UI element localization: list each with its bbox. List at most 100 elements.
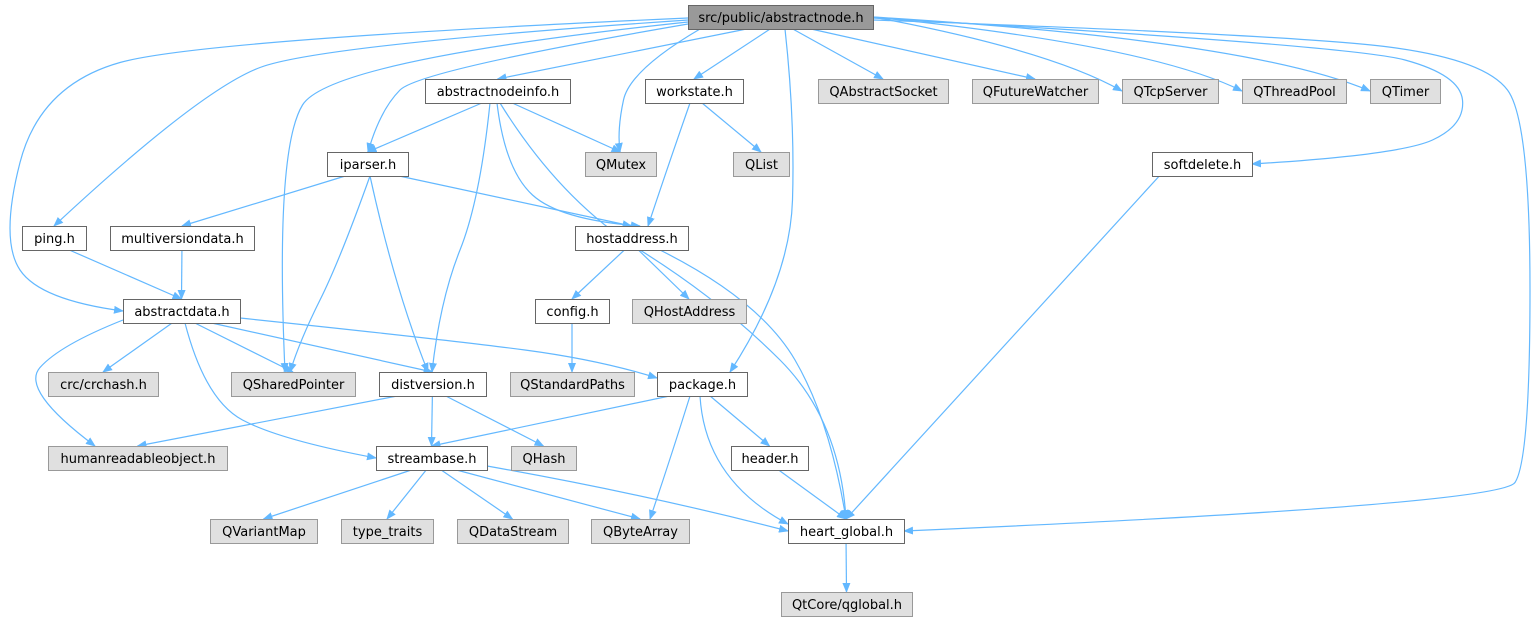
- node-hostaddress[interactable]: hostaddress.h: [575, 226, 689, 251]
- node-box: [379, 372, 487, 397]
- node-heart_global[interactable]: heart_global.h: [788, 519, 905, 544]
- node-QMutex[interactable]: QMutex: [585, 152, 657, 177]
- node-box: [733, 152, 790, 177]
- node-label: QTimer: [1382, 85, 1430, 100]
- node-softdelete[interactable]: softdelete.h: [1152, 152, 1253, 177]
- edge-package-to-header: [709, 395, 771, 447]
- node-QFutureWatcher[interactable]: QFutureWatcher: [972, 79, 1099, 104]
- edge-abstractnodeinfo-to-distversion: [429, 102, 491, 373]
- node-box: [591, 519, 690, 544]
- edge-abstractnodeinfo-to-hostaddress: [496, 102, 641, 230]
- node-QTimer[interactable]: QTimer: [1370, 79, 1441, 104]
- edge-hostaddress-to-QHostAddress: [637, 249, 690, 300]
- edge-iparser-to-multiversiondata: [181, 175, 346, 228]
- node-QAbstractSocket[interactable]: QAbstractSocket: [818, 79, 949, 104]
- node-box: [376, 446, 488, 471]
- node-humanreadableobject[interactable]: humanreadableobject.h: [48, 446, 228, 471]
- node-label: config.h: [546, 305, 598, 320]
- edge-root-to-QMutex: [614, 28, 701, 153]
- node-abstractdata[interactable]: abstractdata.h: [123, 299, 241, 324]
- node-label: multiversiondata.h: [121, 232, 244, 247]
- node-label: header.h: [742, 452, 799, 467]
- edge-abstractdata-to-streambase: [184, 322, 377, 461]
- edge-root-to-package: [729, 28, 794, 373]
- edge-package-to-streambase: [430, 395, 670, 449]
- node-iparser[interactable]: iparser.h: [327, 152, 409, 177]
- node-QStandardPaths[interactable]: QStandardPaths: [510, 372, 635, 397]
- node-box: [818, 79, 949, 104]
- node-layer: src/public/abstractnode.h abstractnodeinf…: [22, 5, 1441, 617]
- edge-streambase-to-heart_global: [486, 465, 789, 533]
- node-crchash[interactable]: crc/crchash.h: [48, 372, 159, 397]
- node-streambase[interactable]: streambase.h: [376, 446, 488, 471]
- edge-abstractdata-to-humanreadableobject: [35, 319, 124, 447]
- node-label: crc/crchash.h: [60, 378, 147, 393]
- node-box: [123, 299, 241, 324]
- node-label: workstate.h: [656, 85, 733, 100]
- node-config[interactable]: config.h: [535, 299, 610, 324]
- edge-root-to-iparser: [366, 23, 689, 153]
- node-box: [231, 372, 356, 397]
- edge-distversion-to-QHash: [445, 395, 545, 447]
- node-box: [1370, 79, 1441, 104]
- node-box: [575, 226, 689, 251]
- node-QSharedPointer[interactable]: QSharedPointer: [231, 372, 356, 397]
- node-multiversiondata[interactable]: multiversiondata.h: [110, 226, 255, 251]
- node-QVariantMap[interactable]: QVariantMap: [210, 519, 318, 544]
- node-box: [1152, 152, 1253, 177]
- node-QHash[interactable]: QHash: [511, 446, 577, 471]
- node-label: hostaddress.h: [586, 232, 678, 247]
- node-box: [657, 372, 748, 397]
- node-abstractnodeinfo[interactable]: abstractnodeinfo.h: [425, 79, 571, 104]
- node-qglobal[interactable]: QtCore/qglobal.h: [781, 592, 913, 617]
- edge-root-to-abstractdata: [9, 17, 689, 314]
- node-label: humanreadableobject.h: [61, 452, 216, 467]
- node-QTcpServer[interactable]: QTcpServer: [1122, 79, 1219, 104]
- node-box: [511, 446, 577, 471]
- node-label: QThreadPool: [1253, 85, 1336, 100]
- edge-streambase-to-type_traits: [386, 469, 427, 520]
- node-box: [1122, 79, 1219, 104]
- edge-root-to-abstractnodeinfo: [496, 28, 747, 82]
- node-box: [731, 446, 809, 471]
- node-label: QTcpServer: [1134, 85, 1209, 100]
- node-distversion[interactable]: distversion.h: [379, 372, 487, 397]
- node-box: [972, 79, 1099, 104]
- node-label: QDataStream: [469, 525, 557, 540]
- node-label: ping.h: [34, 232, 75, 247]
- edge-distversion-to-humanreadableobject: [136, 395, 398, 449]
- node-label: streambase.h: [388, 452, 477, 467]
- edge-abstractnodeinfo-to-iparser: [366, 102, 483, 153]
- node-box: [510, 372, 635, 397]
- node-label: QByteArray: [603, 525, 678, 540]
- edge-layer: [9, 16, 1531, 593]
- node-package[interactable]: package.h: [657, 372, 748, 397]
- node-label: heart_global.h: [800, 525, 893, 540]
- node-root[interactable]: src/public/abstractnode.h: [688, 5, 874, 30]
- node-type_traits[interactable]: type_traits: [341, 519, 434, 544]
- edge-workstate-to-QList: [701, 102, 762, 153]
- node-QHostAddress[interactable]: QHostAddress: [632, 299, 747, 324]
- edge-iparser-to-distversion: [369, 175, 429, 373]
- node-QDataStream[interactable]: QDataStream: [457, 519, 569, 544]
- node-label: QAbstractSocket: [829, 85, 937, 100]
- node-workstate[interactable]: workstate.h: [645, 79, 744, 104]
- node-box: [327, 152, 409, 177]
- node-box: [457, 519, 569, 544]
- node-label: QHostAddress: [644, 305, 736, 320]
- node-label: type_traits: [353, 525, 423, 540]
- node-box: [535, 299, 610, 324]
- edge-root-to-QTcpServer: [872, 16, 1123, 92]
- node-label: softdelete.h: [1164, 158, 1242, 173]
- node-header[interactable]: header.h: [731, 446, 809, 471]
- node-QByteArray[interactable]: QByteArray: [591, 519, 690, 544]
- node-QThreadPool[interactable]: QThreadPool: [1242, 79, 1347, 104]
- node-ping[interactable]: ping.h: [22, 226, 87, 251]
- edge-workstate-to-hostaddress: [647, 102, 691, 227]
- node-label: QMutex: [596, 158, 647, 173]
- edge-abstractdata-to-distversion: [211, 322, 434, 374]
- node-QList[interactable]: QList: [733, 152, 790, 177]
- node-box: [1242, 79, 1347, 104]
- node-label: iparser.h: [340, 158, 396, 173]
- edge-abstractdata-to-package: [239, 317, 658, 380]
